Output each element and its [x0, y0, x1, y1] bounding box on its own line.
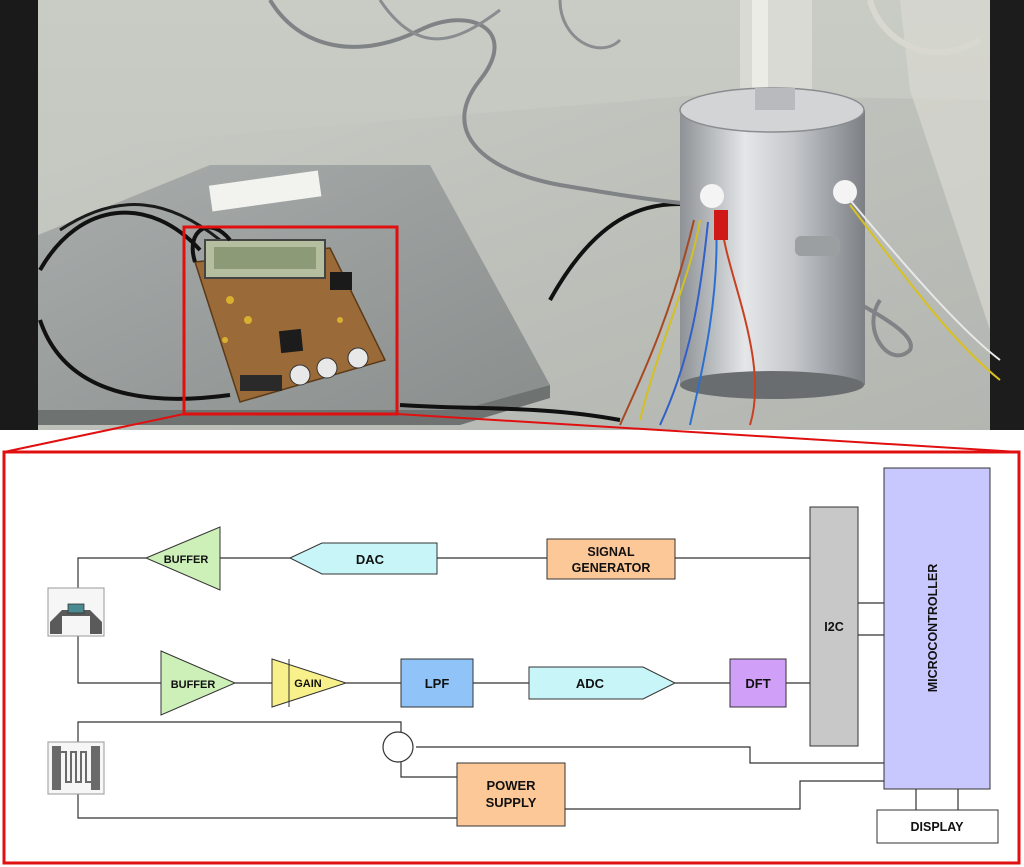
interdigitated-electrode-icon: [47, 741, 105, 795]
sensor-element-icon: [47, 587, 105, 637]
buffer-bottom-block: BUFFER: [160, 650, 237, 716]
measurement-circle-icon: [382, 731, 414, 763]
microcontroller-block: MICROCONTROLLER: [883, 467, 991, 790]
i2c-block: I2C: [809, 506, 859, 747]
signal-lines: [77, 557, 959, 819]
signal-generator-block: SIGNAL GENERATOR: [546, 538, 676, 580]
zoom-line-right: [396, 413, 1021, 453]
power-supply-block: POWER SUPPLY: [456, 762, 566, 827]
display-block: DISPLAY: [876, 809, 999, 844]
buffer-top-block: BUFFER: [144, 526, 221, 591]
adc-block: ADC: [528, 666, 677, 700]
buffer-top-label: BUFFER: [164, 554, 209, 566]
buffer-bottom-label: BUFFER: [171, 679, 216, 691]
display-label: DISPLAY: [910, 820, 964, 834]
dac-block: DAC: [288, 542, 438, 575]
lpf-label: LPF: [425, 676, 450, 691]
lpf-block: LPF: [400, 658, 474, 708]
gain-label: GAIN: [294, 678, 322, 690]
lab-setup-photo: [0, 0, 1024, 430]
power-supply-label-line2: SUPPLY: [486, 795, 537, 810]
dft-block: DFT: [729, 658, 787, 708]
signal-generator-label-line2: GENERATOR: [572, 561, 651, 575]
zoom-line-left: [3, 413, 185, 453]
power-supply-label-line1: POWER: [486, 778, 536, 793]
adc-label: ADC: [576, 676, 605, 691]
dft-label: DFT: [745, 676, 770, 691]
signal-generator-label-line1: SIGNAL: [587, 545, 635, 559]
dac-label: DAC: [356, 552, 385, 567]
microcontroller-label: MICROCONTROLLER: [926, 564, 940, 692]
i2c-label: I2C: [824, 620, 843, 634]
gain-block: GAIN: [271, 658, 348, 708]
